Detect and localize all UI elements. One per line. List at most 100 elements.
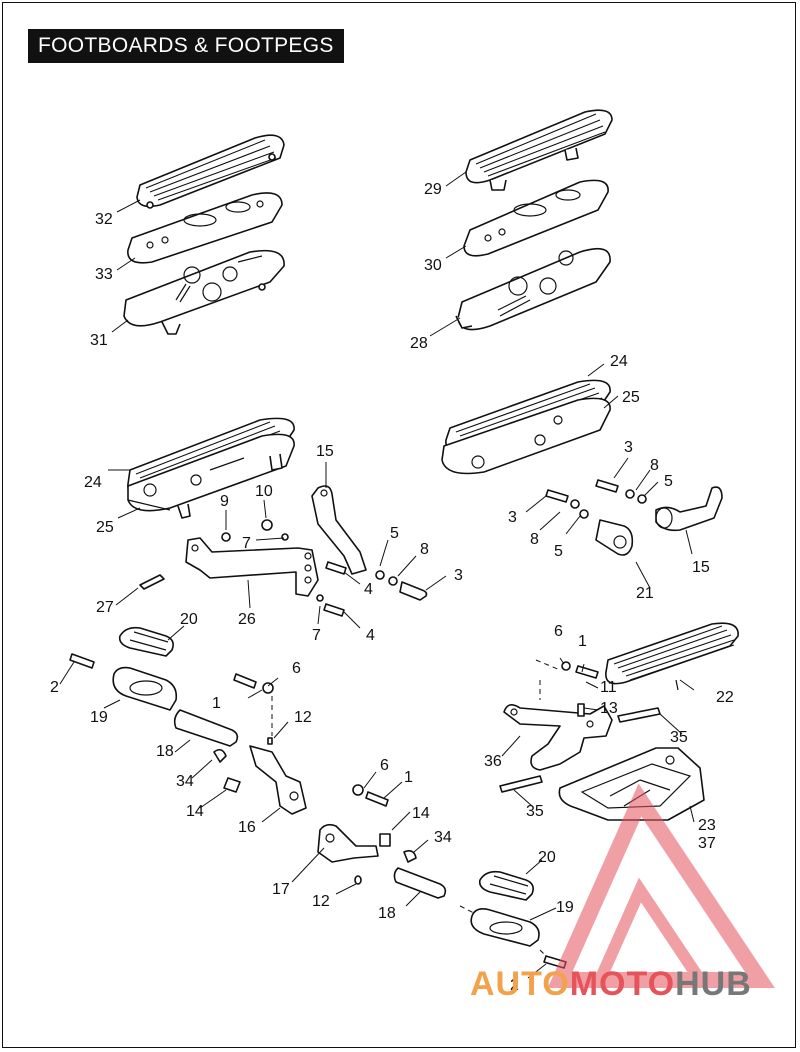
callout-5-left: 5 [390,525,399,542]
callout-8-left: 8 [420,541,429,558]
bracket-36 [503,704,613,771]
hardware-22 [561,661,599,717]
callout-13: 13 [600,700,618,717]
callout-34-center: 34 [434,829,452,846]
watermark-text: AUTOMOTOHUB [470,965,752,1004]
callout-2-center: 2 [510,977,519,994]
spring-12-center [354,875,362,885]
pivot-pin-18-left [173,709,239,747]
bolt-2-left [69,653,95,669]
callout-22: 22 [716,689,734,706]
callout-8-right-upper: 8 [650,457,659,474]
callout-12-center: 12 [312,893,330,910]
callout-28: 28 [410,335,428,352]
bolt-1-center [352,784,389,807]
callout-15-right: 15 [692,559,710,576]
callout-10: 10 [255,483,273,500]
callout-6-left: 6 [292,660,301,677]
callout-12-left: 12 [294,709,312,726]
bracket-15-right [655,486,723,532]
callout-1-right: 1 [578,633,587,650]
spring-12-left [267,737,273,745]
callout-24-right: 24 [610,353,628,370]
watermark-logo [547,783,775,988]
callout-15-left: 15 [316,443,334,460]
watermark-auto: AUTO [470,965,570,1003]
callout-18-left: 18 [156,743,174,760]
callout-7-lower: 7 [312,627,321,644]
callout-6-center: 6 [380,757,389,774]
callout-24-left: 24 [84,474,102,491]
footboard-base-31 [123,249,285,335]
title-banner: FOOTBOARDS & FOOTPEGS [28,29,344,63]
callout-7-upper: 7 [242,535,251,552]
callout-31: 31 [90,332,108,349]
callout-19-left: 19 [90,709,108,726]
footboard-pad-29 [465,109,613,191]
clip-34-center [403,850,417,863]
footpeg-19-center [470,908,540,947]
mount-17 [317,823,379,863]
callout-labels: 32 33 31 29 30 28 24 25 15 9 10 7 5 8 3 … [50,181,734,994]
page-title: FOOTBOARDS & FOOTPEGS [38,34,334,57]
callout-2-left: 2 [50,679,59,696]
callout-20-left: 20 [180,611,198,628]
callout-33: 33 [95,266,113,283]
leader-lines [59,171,695,979]
footboard-gasket-33 [127,192,283,264]
pin-14-center [379,833,391,847]
callout-8-right-lower: 8 [530,531,539,548]
footpeg-rubber-20-left [118,626,174,657]
callout-25-right: 25 [622,389,640,406]
pin-14-left [223,777,241,793]
callout-29: 29 [424,181,442,198]
callout-5-right-upper: 5 [664,473,673,490]
callout-4-lower: 4 [366,627,375,644]
callout-4-upper: 4 [364,581,373,598]
alignment-lines [271,659,561,957]
callout-9: 9 [220,493,229,510]
footboard-gasket-30 [463,179,609,257]
frame-23 [558,747,705,821]
bracket-15-left [311,485,367,575]
footboard-pad-32 [136,134,285,209]
callout-3-left: 3 [454,567,463,584]
watermark-moto: MOTO [569,965,676,1003]
callout-17: 17 [272,881,290,898]
callout-11: 11 [600,679,617,696]
callout-16: 16 [238,819,256,836]
callout-3-right-upper: 3 [624,439,633,456]
watermark-hub: HUB [675,965,752,1003]
footboard-bracket-26 [185,537,319,597]
footboard-base-28 [455,247,611,331]
callout-1-center: 1 [404,769,413,786]
callout-18-center: 18 [378,905,396,922]
pivot-pin-18-center [393,867,447,899]
callout-25-left: 25 [96,519,114,536]
callout-36: 36 [484,753,502,770]
callout-21: 21 [636,585,654,602]
callout-14-left: 14 [186,803,204,820]
callout-20-center: 20 [538,849,556,866]
callout-35-lower: 35 [526,803,544,820]
footpeg-rubber-20-center [478,870,534,901]
footpeg-19-left [112,666,178,711]
callout-27: 27 [96,599,114,616]
callout-37: 37 [698,835,716,852]
callout-26: 26 [238,611,256,628]
callout-30: 30 [424,257,442,274]
mount-16 [249,745,307,815]
callout-34-left: 34 [176,773,194,790]
clip-34-left [213,748,227,763]
footboard-base-25-right [441,397,611,475]
bolt-1-left [233,673,274,694]
callout-19-center: 19 [556,899,574,916]
callout-23: 23 [698,817,716,834]
callout-1-left: 1 [212,695,221,712]
callout-5-right-lower: 5 [554,543,563,560]
footboard-base-25-left [127,433,295,519]
callout-35-upper: 35 [670,729,688,746]
hardware-right [545,479,647,556]
